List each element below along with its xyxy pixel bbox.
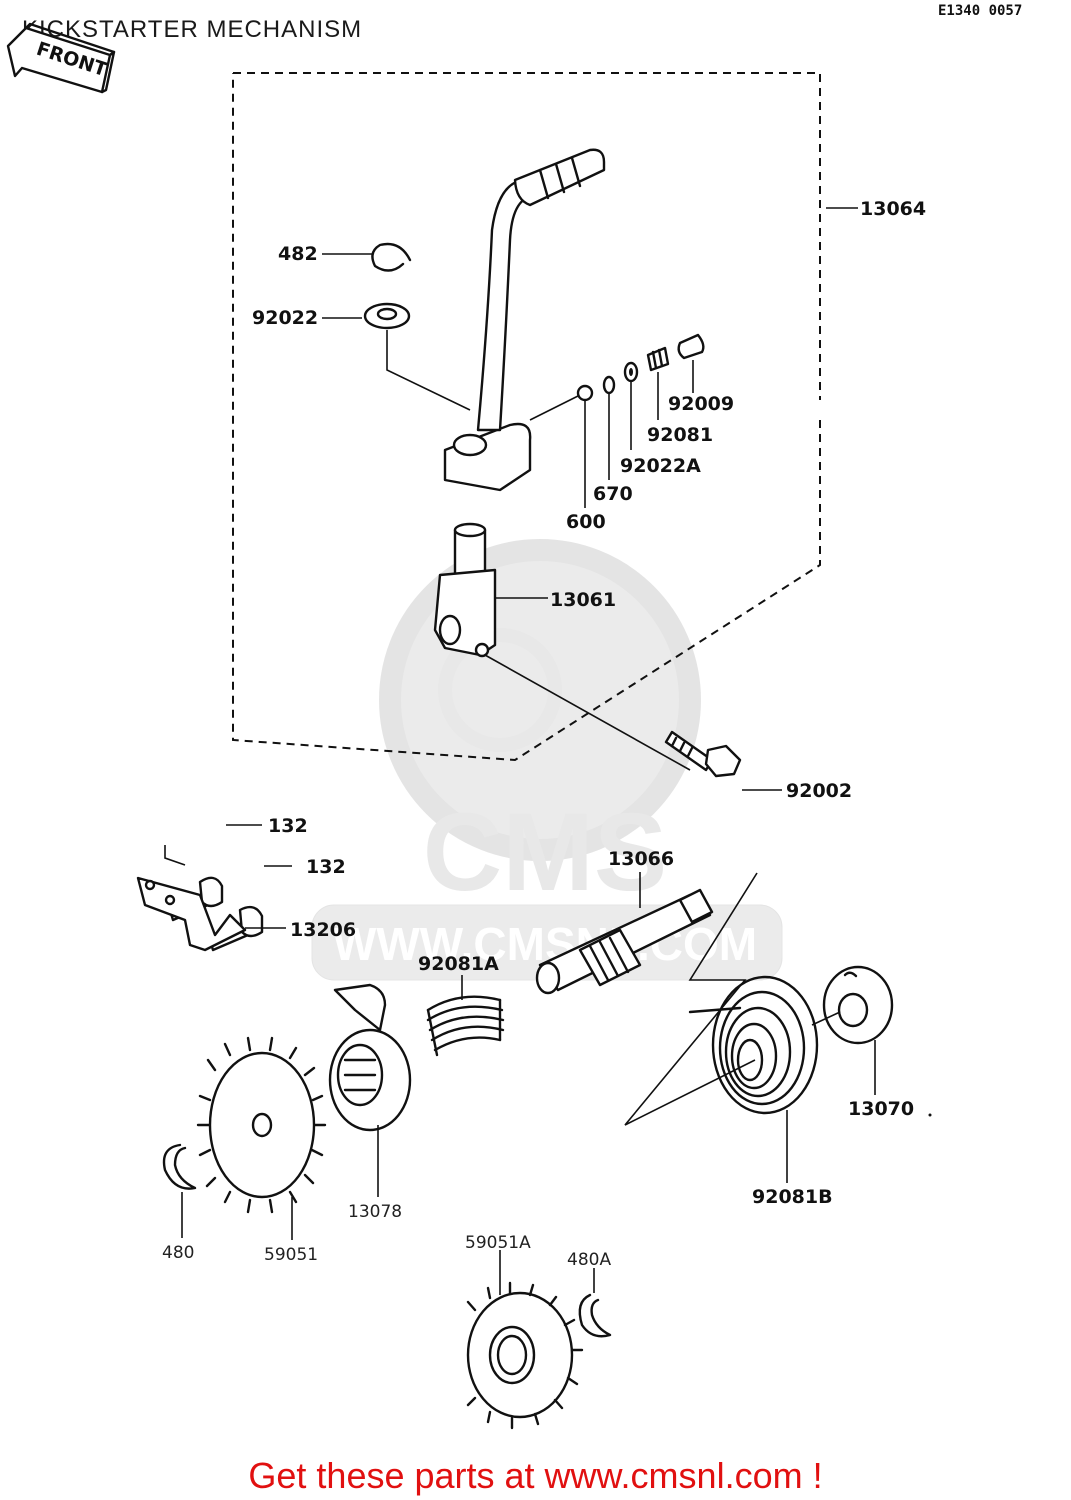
leader-pedal-to-ball xyxy=(529,394,581,421)
bolt-92002 xyxy=(664,730,742,778)
label-92022A: 92022A xyxy=(620,455,701,477)
label-92081B: 92081B xyxy=(752,1186,833,1208)
label-132-upper: 132 xyxy=(268,815,308,837)
front-arrow: FRONT xyxy=(6,22,116,94)
drawing-code: E1340 0057 xyxy=(938,3,1023,19)
label-59051A: 59051A xyxy=(465,1233,531,1253)
label-92002: 92002 xyxy=(786,780,852,802)
collar-13070 xyxy=(822,965,894,1045)
label-92081: 92081 xyxy=(647,424,713,446)
kick-boss-13061 xyxy=(433,522,497,658)
label-92009: 92009 xyxy=(668,393,734,415)
watermark-brand: CMS xyxy=(423,791,667,914)
label-59051: 59051 xyxy=(264,1245,318,1265)
label-92022: 92022 xyxy=(252,307,318,329)
leader-collar-to-spring xyxy=(811,1011,841,1026)
leader-bolt-to-plate xyxy=(164,845,186,866)
circlip-480 xyxy=(162,1143,197,1190)
label-480: 480 xyxy=(162,1243,194,1263)
gear-59051A xyxy=(466,1281,584,1430)
assembly-frame xyxy=(232,72,821,762)
cap-92009 xyxy=(677,333,705,360)
kick-shaft-13066 xyxy=(535,888,714,995)
washer-92022A xyxy=(623,361,639,383)
label-670: 670 xyxy=(593,483,633,505)
label-13078: 13078 xyxy=(348,1202,402,1222)
page-title: KICKSTARTER MECHANISM xyxy=(22,16,363,43)
kick-pedal xyxy=(443,148,606,492)
ratchet-13078 xyxy=(328,983,412,1132)
spring-92081A xyxy=(426,995,505,1057)
ring-670 xyxy=(602,375,616,395)
label-13070: 13070 xyxy=(848,1098,914,1120)
leader-92022-to-pedal xyxy=(386,330,471,411)
label-92081A: 92081A xyxy=(418,953,499,975)
gear-59051 xyxy=(196,1036,327,1214)
dot-mark xyxy=(928,1113,932,1117)
ball-600 xyxy=(576,384,594,402)
leader-spring-shaft-zigzag xyxy=(624,872,758,1126)
label-13064: 13064 xyxy=(860,198,926,220)
leader-boss-to-bolt xyxy=(484,654,691,771)
label-13061: 13061 xyxy=(550,589,616,611)
label-482: 482 xyxy=(278,243,318,265)
circlip-482 xyxy=(371,242,412,272)
spring-92081B xyxy=(688,975,819,1115)
label-480A: 480A xyxy=(567,1250,611,1270)
label-600: 600 xyxy=(566,511,606,533)
spring-92081 xyxy=(646,346,670,372)
label-13066: 13066 xyxy=(608,848,674,870)
washer-92022 xyxy=(363,302,411,330)
label-132-lower: 132 xyxy=(306,856,346,878)
footer-link[interactable]: Get these parts at www.cmsnl.com ! xyxy=(248,1455,823,1496)
label-13206: 13206 xyxy=(290,919,356,941)
plate-13206 xyxy=(136,876,247,952)
circlip-480A xyxy=(578,1293,612,1338)
